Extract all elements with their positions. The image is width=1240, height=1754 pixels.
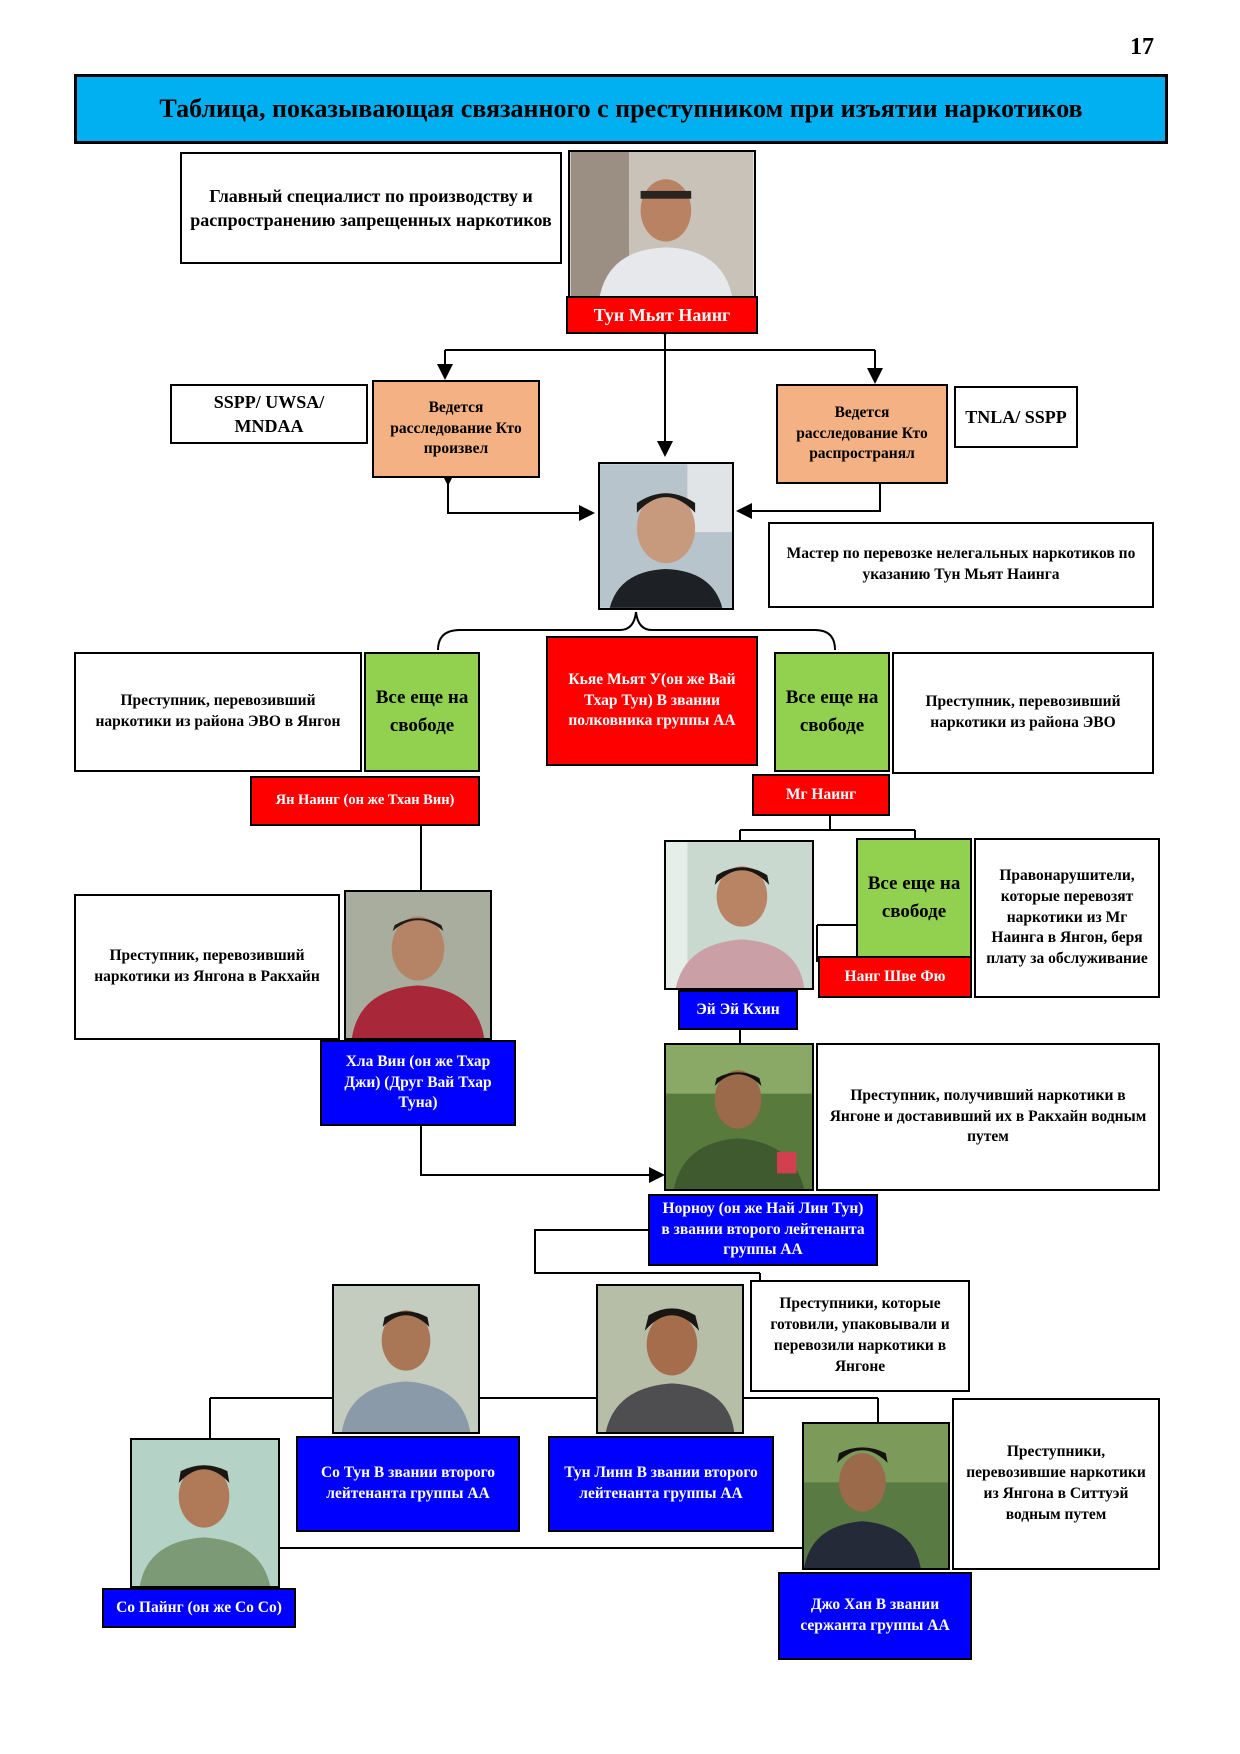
aye-aye-khin-name: Эй Эй Кхин	[678, 990, 798, 1030]
master-photo	[598, 462, 734, 610]
nornoy-name: Норноу (он же Най Лин Тун) в звании втор…	[648, 1194, 878, 1266]
so-tun-name: Со Тун В звании второго лейтенанта групп…	[296, 1436, 520, 1532]
hla-win-name: Хла Вин (он же Тхар Джи) (Друг Вай Тхар …	[320, 1040, 516, 1126]
master-description: Мастер по перевозке нелегальных наркотик…	[768, 522, 1154, 608]
jo-han-photo	[802, 1422, 950, 1570]
chief-description: Главный специалист по производству и рас…	[180, 152, 562, 264]
nang-shwe-phyu-name: Нанг Шве Фю	[818, 956, 972, 998]
brace-master-row	[437, 611, 836, 651]
nornoy-photo	[664, 1043, 814, 1191]
so-paing-name: Со Пайнг (он же Со Со)	[102, 1588, 296, 1628]
yan-naing-status: Все еще на свободе	[364, 652, 480, 772]
page-number: 17	[1130, 34, 1154, 60]
page-title: Таблица, показывающая связанного с прест…	[74, 74, 1168, 144]
person-photo-icon	[570, 152, 754, 296]
kyaw-myat-u-name: Кьяе Мьят У(он же Вай Тхар Тун) В звании…	[546, 636, 758, 766]
packers-description: Преступники, которые готовили, упаковыва…	[750, 1280, 970, 1392]
jo-han-name: Джо Хан В звании сержанта группы АА	[778, 1572, 972, 1660]
left-groups: SSPP/ UWSA/ MNDAA	[170, 384, 368, 444]
left-status: Ведется расследование Кто произвел	[372, 380, 540, 478]
mg-naing-status: Все еще на свободе	[774, 652, 890, 772]
nang-shwe-phyu-status: Все еще на свободе	[856, 838, 972, 958]
jo-han-description: Преступники, перевозившие наркотики из Я…	[952, 1398, 1160, 1570]
aye-aye-khin-photo	[664, 840, 814, 990]
so-paing-photo	[130, 1438, 280, 1588]
yan-naing-description: Преступник, перевозивший наркотики из ра…	[74, 652, 362, 772]
tun-linn-photo	[596, 1284, 744, 1434]
arrow-hla-nornoy	[420, 1125, 665, 1183]
right-groups: TNLA/ SSPP	[954, 386, 1078, 448]
chief-name: Тун Мьят Наинг	[566, 296, 758, 334]
yan-naing-name: Ян Наинг (он же Тхан Вин)	[250, 776, 480, 826]
mg-naing-description: Преступник, перевозивший наркотики из ра…	[892, 652, 1154, 774]
chief-photo	[568, 150, 756, 298]
hla-win-description: Преступник, перевозивший наркотики из Ян…	[74, 894, 340, 1040]
mg-naing-name: Мг Наинг	[752, 774, 890, 816]
hla-win-photo	[344, 890, 492, 1040]
arrow-right-master	[736, 466, 888, 519]
nang-shwe-phyu-description: Правонарушители, которые перевозят нарко…	[974, 838, 1160, 998]
nornoy-description: Преступник, получивший наркотики в Янгон…	[816, 1043, 1160, 1191]
so-tun-photo	[332, 1284, 480, 1434]
arrow-left-master	[440, 470, 595, 521]
right-status: Ведется расследование Кто распространял	[776, 384, 948, 484]
tun-linn-name: Тун Линн В звании второго лейтенанта гру…	[548, 1436, 774, 1532]
